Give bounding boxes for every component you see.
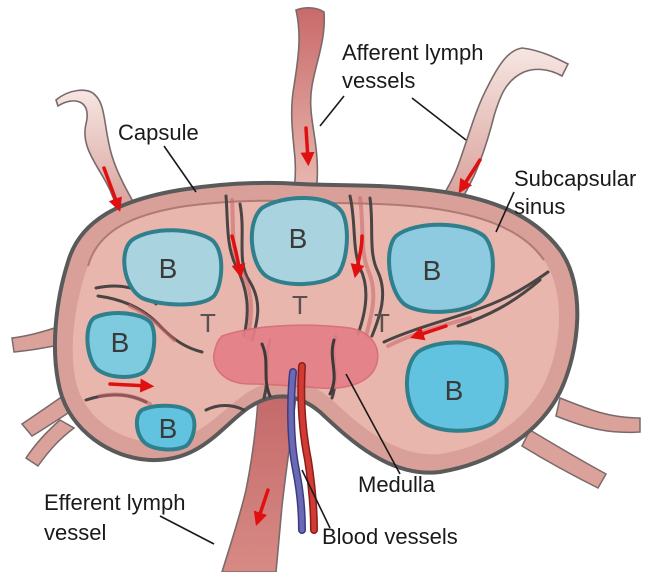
b-label-left: B [111,327,130,358]
b-label-top-center: B [289,223,308,254]
label-afferent-line2: vessels [342,68,415,93]
arrow-side-left [110,384,148,386]
leader-capsule [164,146,196,192]
b-label-bottom-right: B [445,375,464,406]
arrow-center-down [306,128,308,160]
label-capsule: Capsule [118,120,199,145]
label-subcapsular-line1: Subcapsular [514,166,636,191]
leader-afferent-right [412,98,466,140]
afferent-vessel-center [292,8,325,190]
label-efferent-line2: vessel [44,520,106,545]
label-efferent-line1: Efferent lymph [44,490,185,515]
t-label-left: T [200,308,216,338]
label-subcapsular-line2: sinus [514,194,565,219]
leader-efferent [160,516,214,544]
t-label-right: T [374,308,390,338]
label-medulla: Medulla [358,472,436,497]
b-label-top-left: B [159,253,178,284]
b-label-top-right: B [423,255,442,286]
label-blood-vessels: Blood vessels [322,524,458,549]
label-afferent-line1: Afferent lymph [342,40,483,65]
t-label-center: T [292,290,308,320]
leader-afferent-center [320,96,344,126]
b-label-bottom-left: B [159,413,178,444]
